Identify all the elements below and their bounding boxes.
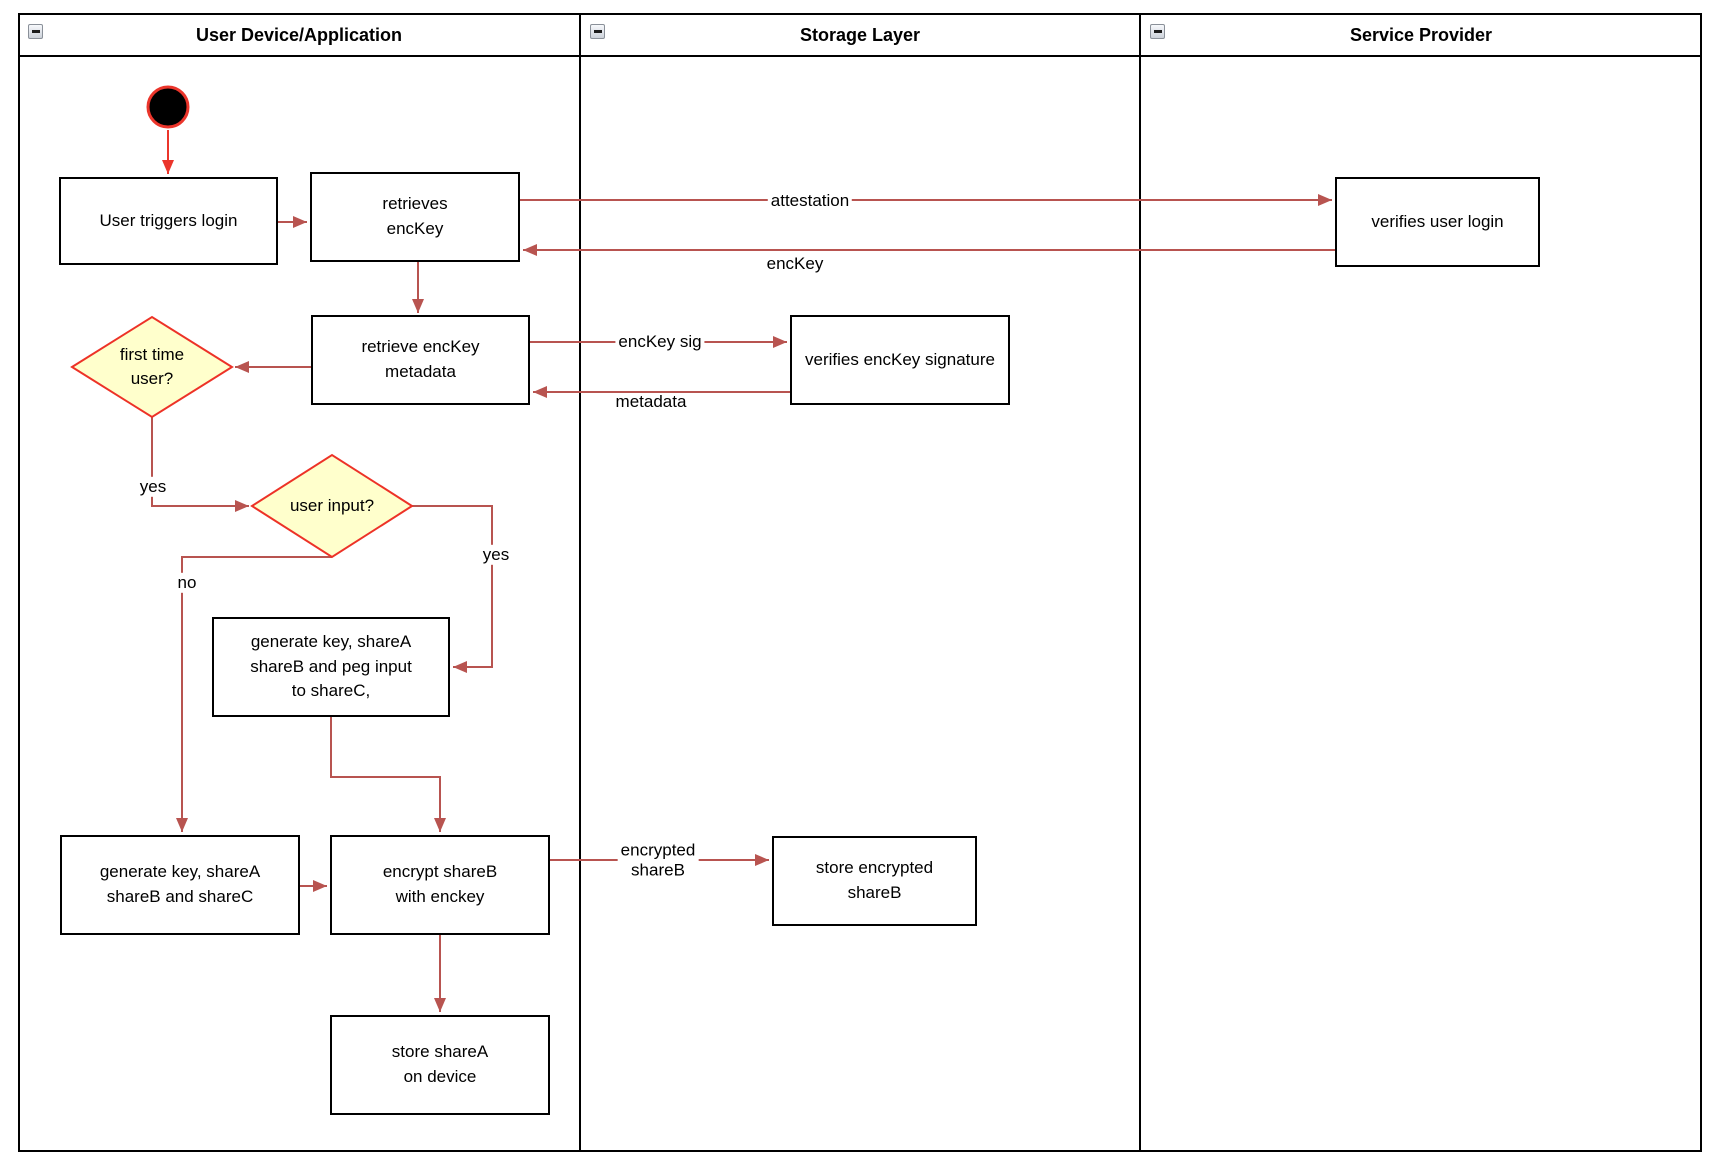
- lane-divider-1: [579, 13, 581, 1152]
- edge-label-yes-user-input: yes: [479, 544, 513, 566]
- lane-divider-2: [1139, 13, 1141, 1152]
- lane-title-service-provider: Service Provider: [1349, 24, 1493, 45]
- edge-label-encrypted-shareb: encrypted shareB: [617, 840, 699, 882]
- node-encrypt-shareb[interactable]: encrypt shareB with enckey: [330, 835, 550, 935]
- lane-title-storage-layer: Storage Layer: [799, 24, 921, 45]
- edge-label-attestation: attestation: [767, 190, 853, 212]
- decision-first-time-user-label[interactable]: first time user?: [119, 345, 185, 388]
- header-divider-line: [18, 55, 1702, 57]
- node-user-triggers-login[interactable]: User triggers login: [59, 177, 278, 265]
- node-store-encrypted-shareb[interactable]: store encrypted shareB: [772, 836, 977, 926]
- minus-icon: [31, 30, 40, 33]
- node-retrieve-enckey-metadata[interactable]: retrieve encKey metadata: [311, 315, 530, 405]
- edge-label-no-user-input: no: [174, 572, 200, 594]
- node-store-sharea[interactable]: store shareA on device: [330, 1015, 550, 1115]
- node-verifies-user-login[interactable]: verifies user login: [1335, 177, 1540, 267]
- edge-label-enckey: encKey: [766, 253, 824, 273]
- lane-title-user-device: User Device/Application: [195, 24, 403, 45]
- node-retrieves-enckey[interactable]: retrieves encKey: [310, 172, 520, 262]
- node-generate-key-peg-input[interactable]: generate key, shareA shareB and peg inpu…: [212, 617, 450, 717]
- edge-label-metadata: metadata: [615, 391, 687, 411]
- decision-user-input-label[interactable]: user input?: [289, 496, 375, 516]
- edge-label-yes-first-time: yes: [136, 476, 170, 498]
- edge-label-enckey-sig: encKey sig: [615, 331, 705, 353]
- minus-icon: [1153, 30, 1162, 33]
- node-generate-key-sharec[interactable]: generate key, shareA shareB and shareC: [60, 835, 300, 935]
- collapse-icon[interactable]: [1150, 24, 1165, 39]
- minus-icon: [593, 30, 602, 33]
- collapse-icon[interactable]: [590, 24, 605, 39]
- node-verifies-enckey-signature[interactable]: verifies encKey signature: [790, 315, 1010, 405]
- collapse-icon[interactable]: [28, 24, 43, 39]
